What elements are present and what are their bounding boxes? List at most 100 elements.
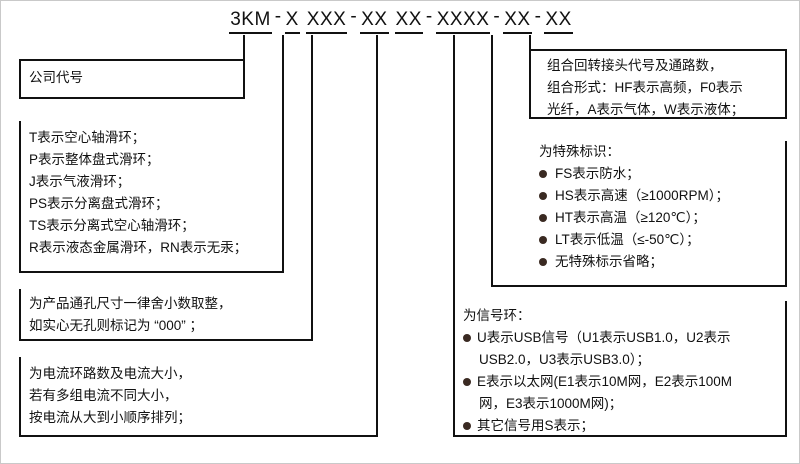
- bullet-icon: [539, 192, 547, 200]
- special-mark-item-text: HS表示高速（≥1000RPM）；: [555, 188, 729, 203]
- connector-company-left-edge: [19, 59, 21, 99]
- ring-type-line-2: J表示气液滑环；: [29, 174, 131, 189]
- connector-signal-right-edge: [785, 301, 787, 437]
- block-company-code: 公司代号: [29, 67, 83, 89]
- special-mark-item-0: FS表示防水；: [539, 163, 729, 185]
- special-mark-item-text: LT表示低温（≤-50℃）；: [555, 232, 700, 247]
- signal-ring-item-1: E表示以太网(E1表示10M网，E2表示100M: [463, 371, 732, 393]
- block-bore-size: 为产品通孔尺寸一律舍小数取整， 如实心无孔则标记为 “000” ；: [29, 293, 232, 337]
- code-segment-underline: [435, 32, 491, 34]
- special-mark-title: 为特殊标识：: [539, 144, 620, 159]
- code-segment-2: XXX: [305, 9, 348, 34]
- connector-rotary-top: [529, 49, 787, 51]
- connector-ringtype-vertical: [282, 35, 284, 273]
- rotary-joint-line-2: 光纤，A表示气体，W表示液体；: [547, 102, 745, 117]
- signal-ring-item-1-cont: 网，E3表示1000M网)；: [479, 396, 623, 411]
- company-code-label: 公司代号: [29, 70, 83, 85]
- code-segment-3: XX: [360, 9, 389, 34]
- connector-bore-left-edge: [19, 289, 21, 341]
- code-segment-7: XX: [544, 9, 573, 34]
- signal-ring-item-2: 其它信号用S表示；: [463, 415, 732, 437]
- bore-size-line-0: 为产品通孔尺寸一律舍小数取整，: [29, 296, 232, 311]
- current-line-2: 按电流从大到小顺序排列；: [29, 410, 191, 425]
- bullet-icon: [463, 334, 471, 342]
- block-signal-ring: 为信号环： U表示USB信号（U1表示USB1.0，U2表示 USB2.0，U3…: [463, 305, 732, 437]
- block-ring-type: T表示空心轴滑环； P表示整体盘式滑环； J表示气液滑环； PS表示分离盘式滑环…: [29, 127, 247, 259]
- code-segment-5: XXXX: [435, 9, 491, 34]
- connector-current-left-edge: [19, 357, 21, 437]
- code-segment-text: XX: [545, 9, 572, 30]
- code-segment-text: XX: [504, 9, 531, 30]
- code-segment-0: 3KM: [229, 9, 272, 34]
- code-segment-underline: [394, 32, 423, 34]
- code-segment-text: XXX: [306, 9, 347, 30]
- code-segment-underline: [284, 32, 300, 34]
- code-segment-text: XX: [395, 9, 422, 30]
- code-segment-text: 3KM: [230, 9, 271, 30]
- current-line-1: 若有多组电流不同大小，: [29, 388, 178, 403]
- special-mark-item-text: HT表示高温（≥120℃）；: [555, 210, 706, 225]
- ring-type-line-3: PS表示分离盘式滑环；: [29, 196, 169, 211]
- connector-signal-horizontal: [453, 435, 787, 437]
- special-mark-item-3: LT表示低温（≤-50℃）；: [539, 229, 729, 251]
- rotary-joint-line-1: 组合形式：HF表示高频，F0表示: [547, 80, 743, 95]
- bullet-icon: [539, 214, 547, 222]
- code-separator-2: -: [350, 6, 358, 27]
- connector-rotary-right-edge: [785, 49, 787, 119]
- bullet-icon: [539, 170, 547, 178]
- code-segment-6: XX: [503, 9, 532, 34]
- ring-type-line-4: TS表示分离式空心轴滑环；: [29, 218, 195, 233]
- code-segment-underline: [229, 32, 272, 34]
- code-segment-underline: [360, 32, 389, 34]
- code-segment-underline: [503, 32, 532, 34]
- connector-special-right-edge: [785, 141, 787, 287]
- code-segment-text: XXXX: [436, 9, 490, 30]
- code-segment-text: X: [285, 9, 299, 30]
- connector-bore-horizontal: [19, 339, 313, 341]
- signal-ring-title: 为信号环：: [463, 308, 531, 323]
- connector-rotary-horizontal: [529, 117, 787, 119]
- signal-ring-item-0-cont: USB2.0，U3表示USB3.0）；: [479, 352, 651, 367]
- code-separator-0: -: [274, 6, 282, 27]
- special-mark-item-text: 无特殊标示省略；: [555, 254, 663, 269]
- bullet-icon: [463, 422, 471, 430]
- code-segment-4: XX: [394, 9, 423, 34]
- signal-ring-item-text: 其它信号用S表示；: [477, 418, 595, 433]
- connector-bore-vertical: [311, 35, 313, 341]
- connector-ringtype-left-edge: [19, 121, 21, 273]
- signal-ring-item-0: U表示USB信号（U1表示USB1.0，U2表示: [463, 327, 732, 349]
- connector-company-top: [19, 59, 245, 61]
- connector-current-horizontal: [19, 435, 378, 437]
- current-line-0: 为电流环路数及电流大小，: [29, 366, 191, 381]
- special-mark-item-1: HS表示高速（≥1000RPM）；: [539, 185, 729, 207]
- ring-type-line-0: T表示空心轴滑环；: [29, 130, 146, 145]
- code-segment-underline: [305, 32, 348, 34]
- connector-current-vertical: [376, 35, 378, 437]
- code-segment-text: XX: [361, 9, 388, 30]
- signal-ring-item-text: E表示以太网(E1表示10M网，E2表示100M: [477, 374, 733, 389]
- connector-special-horizontal: [491, 285, 787, 287]
- connector-company-horizontal: [19, 97, 245, 99]
- rotary-joint-line-0: 组合回转接头代号及通路数，: [547, 58, 723, 73]
- ring-type-line-5: R表示液态金属滑环，RN表示无汞；: [29, 240, 248, 255]
- code-segment-1: X: [284, 9, 300, 34]
- special-mark-item-text: FS表示防水；: [555, 166, 640, 181]
- block-special-mark: 为特殊标识： FS表示防水； HS表示高速（≥1000RPM）； HT表示高温（…: [539, 141, 729, 273]
- connector-special-vertical: [491, 35, 493, 287]
- connector-signal-vertical: [453, 35, 455, 437]
- code-segment-underline: [544, 32, 573, 34]
- bore-size-line-1: 如实心无孔则标记为 “000” ；: [29, 318, 204, 333]
- code-separator-4: -: [425, 6, 433, 27]
- bullet-icon: [539, 258, 547, 266]
- ring-type-line-1: P表示整体盘式滑环；: [29, 152, 160, 167]
- bullet-icon: [539, 236, 547, 244]
- block-rotary-joint: 组合回转接头代号及通路数， 组合形式：HF表示高频，F0表示 光纤，A表示气体，…: [547, 55, 744, 121]
- code-separator-6: -: [534, 6, 542, 27]
- connector-company-vertical: [243, 35, 245, 99]
- code-separator-5: -: [493, 6, 501, 27]
- connector-ringtype-horizontal: [19, 271, 284, 273]
- block-current: 为电流环路数及电流大小， 若有多组电流不同大小， 按电流从大到小顺序排列；: [29, 363, 191, 429]
- special-mark-item-4: 无特殊标示省略；: [539, 251, 729, 273]
